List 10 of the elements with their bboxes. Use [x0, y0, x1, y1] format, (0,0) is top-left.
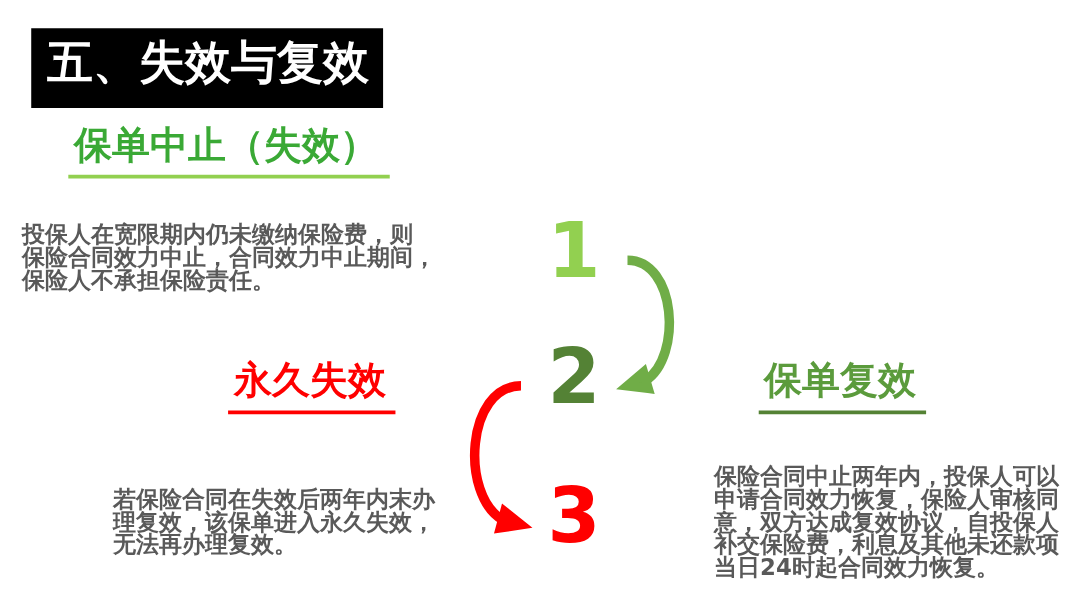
label: 保单复效: [764, 358, 917, 403]
label: 保险合同中止两年内，投保人可以申请合同效力恢复，保险人审核同意，双方达成复效协议，自投保人补交保险费，利息及其他未还款项当日24时起合同效力恢复。: [714, 462, 1060, 581]
diagram-title: 五、失效与复效: [47, 36, 370, 90]
node-text: 1: [547, 206, 601, 296]
label: 保单中止（失效）: [74, 122, 379, 167]
label: 永久失效: [233, 358, 386, 403]
node-text: 2: [547, 331, 601, 421]
label: 投保人在宽限期内仍未缴纳保险费，则保险合同效力中止，合同效力中止期间，保险人不承担保险责任。: [21, 221, 436, 294]
node-text: 3: [547, 470, 601, 560]
label: 若保险合同在失效后两年内末办理复效，该保单进入永久失效，无法再办理复效。: [113, 485, 436, 558]
